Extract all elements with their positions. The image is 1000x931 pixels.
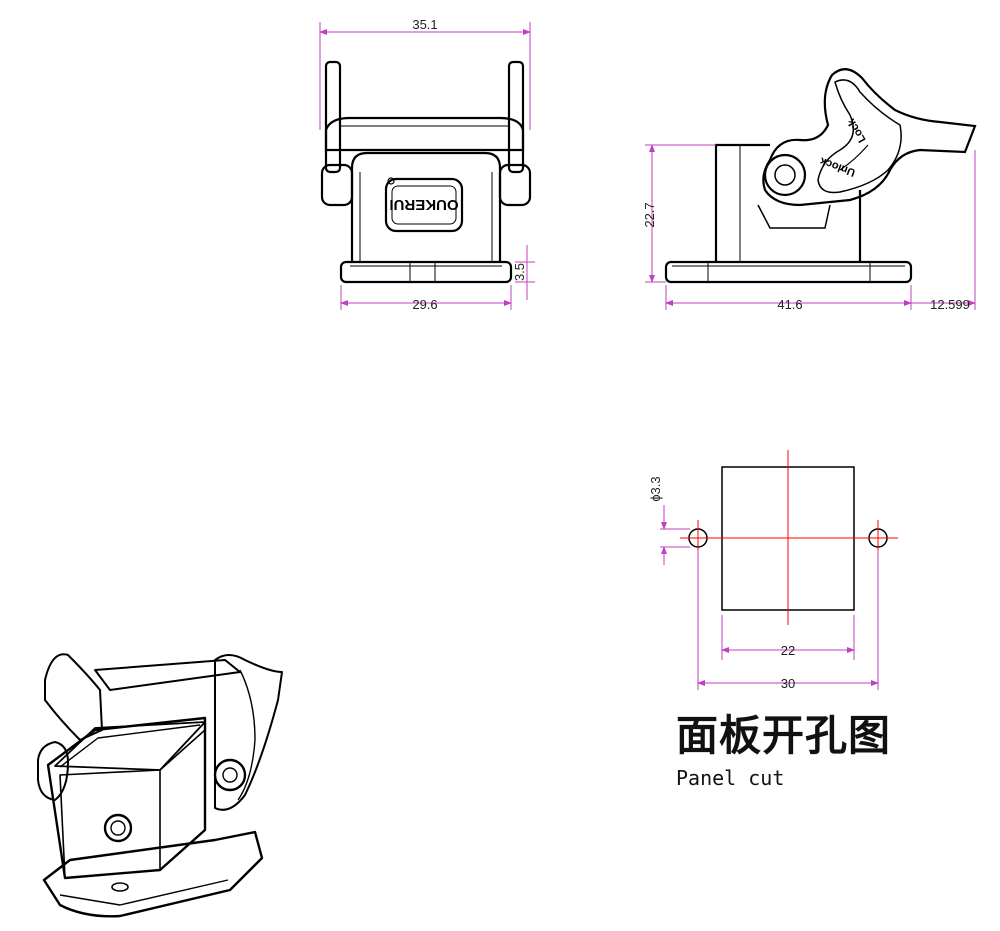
iso-pivot-boss: [213, 758, 247, 792]
dim-side-height: 22.7: [642, 202, 657, 227]
panel-dimensions: [660, 505, 879, 690]
iso-housing-body: [46, 716, 207, 880]
lever-text-unlock: Unlock: [818, 154, 857, 178]
front-right-boss: [498, 163, 532, 207]
front-base-flange: [339, 260, 513, 284]
lever-text-lock: Lock: [845, 116, 869, 145]
side-lock-lever: [762, 68, 977, 207]
side-pivot-boss: [763, 153, 807, 197]
iso-base-flange: [42, 830, 264, 918]
front-dimensions: [319, 22, 535, 310]
dim-base-height: 3.5: [512, 263, 527, 281]
dim-base-width: 29.6: [412, 297, 437, 312]
front-left-boss: [320, 163, 354, 207]
front-logo-text: OUKERUI: [389, 196, 458, 213]
iso-lever-right: [214, 654, 283, 811]
dim-top-width: 35.1: [412, 17, 437, 32]
dim-hole-dia: ɸ3.3: [648, 476, 663, 501]
front-right-lever-arm: [507, 60, 525, 174]
front-logo-plate: [384, 177, 464, 233]
dim-outer-width: 30: [781, 676, 795, 691]
front-lever-crossbar: [324, 116, 525, 152]
side-dimensions: [645, 144, 976, 310]
front-left-lever-arm: [324, 60, 342, 174]
front-view: OUKERUI: [320, 60, 532, 284]
side-housing-body: [714, 143, 770, 262]
iso-side-hole: [103, 813, 133, 843]
dim-inner-width: 22: [781, 643, 795, 658]
dim-overhang: 12.599: [930, 297, 970, 312]
dim-base-length: 41.6: [777, 297, 802, 312]
front-housing-body: [350, 151, 502, 262]
panel-cut-drawing: [680, 450, 898, 625]
side-view: Lock Unlock: [664, 68, 977, 284]
iso-lever-bar: [94, 659, 241, 691]
panel-cut-title-en: Panel cut: [676, 766, 785, 790]
isometric-view: [37, 653, 283, 918]
panel-cut-title-cn: 面板开孔图: [676, 711, 892, 760]
side-base-flange: [664, 260, 913, 284]
iso-lever-left: [44, 653, 103, 741]
